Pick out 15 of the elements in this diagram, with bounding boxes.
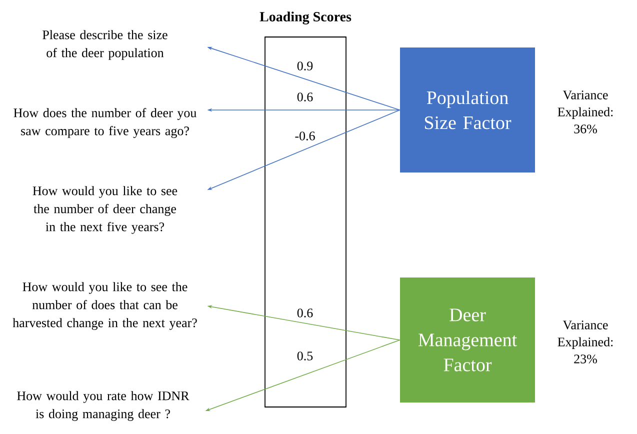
variance-note: Variance Explained: 23% — [558, 320, 613, 364]
question-text: How would you like to see the number of does that can be harvested change in the next year? — [12, 282, 197, 330]
loading-score: 0.6 — [296, 92, 314, 102]
variance-note: Variance Explained: 36% — [558, 90, 613, 134]
loading-score: 0.6 — [296, 308, 314, 318]
question-text: How would you like to see the number of deer change in the next five years? — [32, 186, 178, 234]
loading-score: 0.5 — [296, 350, 314, 362]
question-text: How does the number of deer you saw compare to five years ago? — [14, 108, 196, 138]
loading-score: -0.6 — [294, 130, 316, 142]
loading-score: 0.9 — [296, 60, 314, 72]
question-text: How would you rate how IDNR is doing managing deer ? — [17, 391, 190, 421]
question-text: Please describe the size of the deer population — [42, 30, 168, 60]
column-heading: Loading Scores — [260, 12, 352, 24]
factor-box: Population Size Factor — [400, 48, 535, 172]
factor-box: Deer Management Factor — [400, 278, 535, 402]
